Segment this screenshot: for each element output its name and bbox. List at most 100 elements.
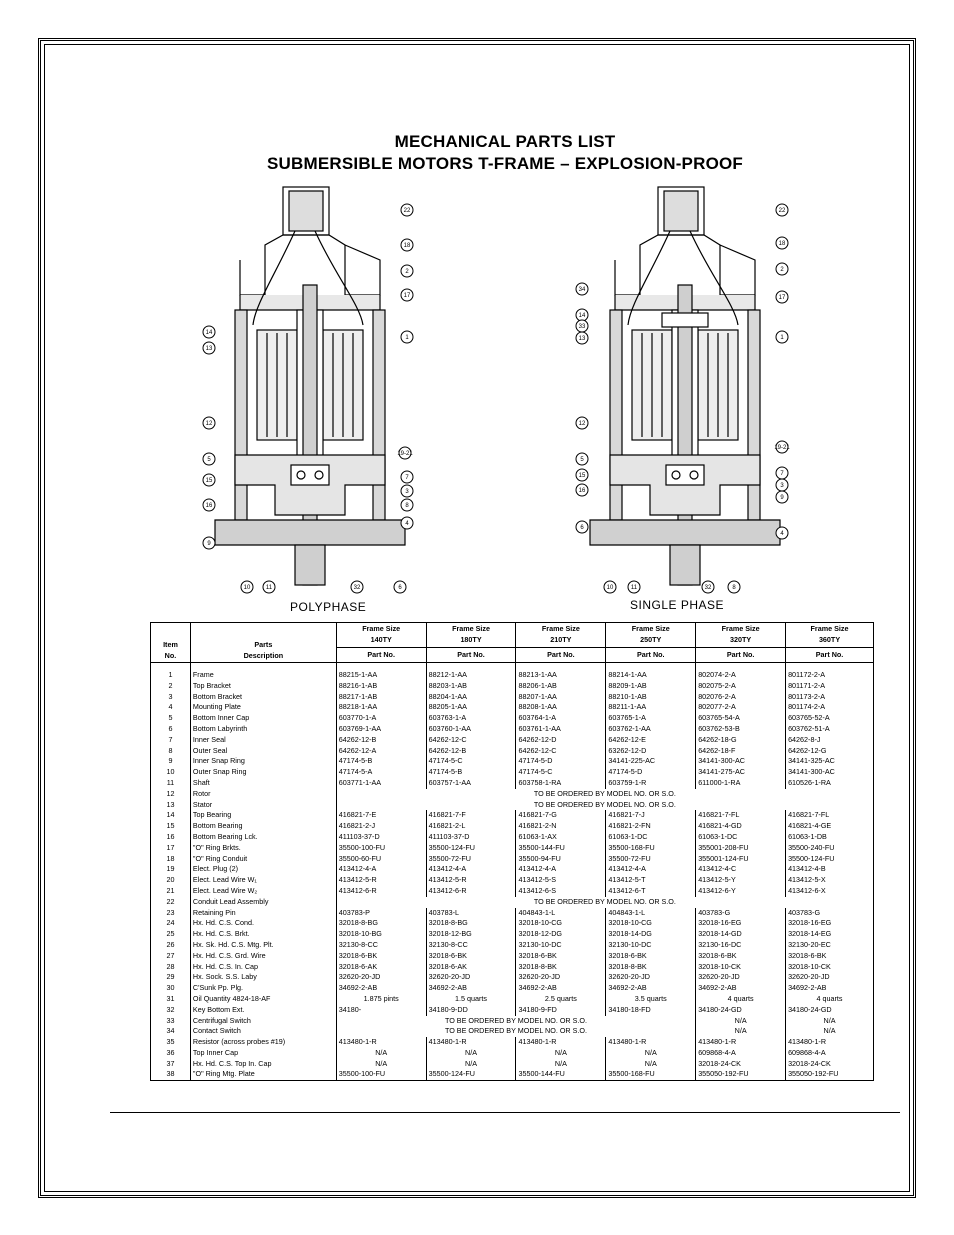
svg-text:15: 15 [206, 478, 213, 484]
table-cell: 35500-124-FU [425, 1069, 516, 1081]
table-cell: 47174-5-B [425, 767, 516, 778]
table-cell: 2 [168, 680, 173, 690]
table-cell: 88215-1-AA [335, 662, 427, 681]
table-cell: 32018-6-BK [335, 950, 427, 962]
page-title: MECHANICAL PARTS LIST [394, 132, 616, 151]
svg-text:13: 13 [206, 346, 213, 352]
table-cell: Hx. Sk. Hd. C.S. Mtg. Plt. [189, 939, 337, 951]
table-cell: 29 [166, 972, 175, 982]
table-cell: 32130-8-CC [425, 939, 516, 951]
table-cell: 2.5 quarts [515, 993, 606, 1005]
table-cell: Bottom Bracket [189, 691, 337, 703]
table-cell: Inner Snap Ring [189, 756, 337, 768]
table-cell: 34180- [335, 1004, 427, 1016]
table-cell: 609868-4-A [785, 1047, 874, 1059]
svg-text:12: 12 [206, 421, 213, 427]
header-part-no: Part No. [605, 647, 697, 663]
table-cell: 32018-24-CK [695, 1058, 786, 1070]
table-cell: 802075-2-A [695, 680, 786, 692]
table-cell: 413480-1-R [785, 1037, 874, 1048]
table-cell: 34180-24-GD [785, 1004, 874, 1016]
table-cell: 603770-1-A [335, 713, 427, 724]
table-cell: N/A [695, 1015, 786, 1027]
table-cell: 416821-7-F [425, 810, 516, 822]
table-cell: 416821-7-G [515, 810, 606, 822]
svg-text:8: 8 [405, 503, 409, 509]
table-cell: 32018-10-CK [785, 961, 874, 973]
svg-text:32: 32 [705, 585, 712, 591]
table-cell: Oil Quantity 4824-18-AF [189, 993, 337, 1005]
table-cell: 64262-12-B [335, 734, 427, 746]
table-cell: 603762-53-B [695, 723, 786, 735]
svg-text:16: 16 [206, 503, 213, 509]
table-cell: 801174-2-A [785, 702, 874, 714]
table-cell: 35500-144-FU [515, 842, 606, 854]
table-cell: 64262-18-G [695, 734, 786, 746]
table-cell: 1.875 pints [335, 993, 427, 1005]
table-cell: "O" Ring Brkts. [189, 842, 337, 854]
table-cell: 32130-20-EC [785, 939, 874, 951]
table-cell: 88217-1-AB [335, 691, 427, 703]
header-frame: Frame Size 360TY [785, 622, 874, 648]
table-cell: 416821-2-FN [605, 821, 696, 832]
svg-text:12: 12 [579, 421, 586, 427]
svg-text:2: 2 [780, 267, 784, 273]
table-cell: 603762-51-A [785, 723, 874, 735]
table-cell: 34141-300-AC [695, 756, 786, 768]
table-cell: 34692-2-AB [605, 983, 696, 994]
table-cell: 8 [168, 745, 173, 755]
table-cell: 801172-2-A [785, 662, 874, 681]
table-cell: 416821-4-GD [695, 821, 786, 832]
table-cell: 403783-G [785, 907, 874, 919]
table-cell: Bottom Bearing Lck. [189, 831, 337, 843]
svg-text:22: 22 [779, 208, 786, 214]
table-cell: 88210-1-AB [605, 691, 696, 703]
table-cell: 34180-18-FD [605, 1004, 696, 1016]
table-cell: 64262-12-D [515, 734, 606, 746]
table-cell: 603762-1-AA [605, 723, 696, 735]
header-part-no: Part No. [425, 647, 517, 663]
table-cell: 32620-20-JD [425, 972, 516, 984]
table-cell: 603759-1-R [605, 777, 696, 789]
table-cell: 88204-1-AA [425, 691, 516, 703]
header-part-no: Part No. [785, 647, 874, 663]
table-cell: Mounting Plate [189, 702, 337, 714]
table-cell: 34141-275-AC [695, 767, 786, 778]
table-cell: N/A [695, 1026, 786, 1038]
table-cell: 32130-10-DC [605, 939, 696, 951]
parts-table: Item No. Parts Description Frame Size 14… [150, 622, 874, 1081]
svg-text:17: 17 [779, 295, 786, 301]
table-cell: 802076-2-A [695, 691, 786, 703]
table-cell: 32018-16-EG [785, 918, 874, 930]
table-cell: 34141-325-AC [785, 756, 874, 768]
table-cell: 603760-1-AA [425, 723, 516, 735]
table-cell: N/A [335, 1047, 427, 1059]
table-cell: 35500-240-FU [785, 842, 874, 854]
table-cell: 32018-10-CG [515, 918, 606, 930]
table-cell: 35500-168-FU [605, 1069, 696, 1081]
table-cell: 32 [166, 1004, 175, 1014]
svg-text:11: 11 [266, 585, 273, 591]
table-cell: 32018-14-EG [785, 929, 874, 940]
table-cell: 64262-12-C [425, 734, 516, 746]
page-border-outer [38, 38, 916, 1198]
table-cell: 14 [166, 810, 175, 820]
table-cell: 34180-9-FD [515, 1004, 606, 1016]
svg-text:14: 14 [206, 330, 213, 336]
table-cell: 10 [166, 767, 175, 777]
table-cell: 413412-4-A [605, 864, 696, 876]
table-cell: 34692-2-AB [515, 983, 606, 994]
table-cell: TO BE ORDERED BY MODEL NO. OR S.O. [335, 1015, 696, 1027]
table-cell: Inner Seal [189, 734, 337, 746]
table-cell: 38 [166, 1069, 175, 1079]
svg-text:5: 5 [580, 457, 584, 463]
